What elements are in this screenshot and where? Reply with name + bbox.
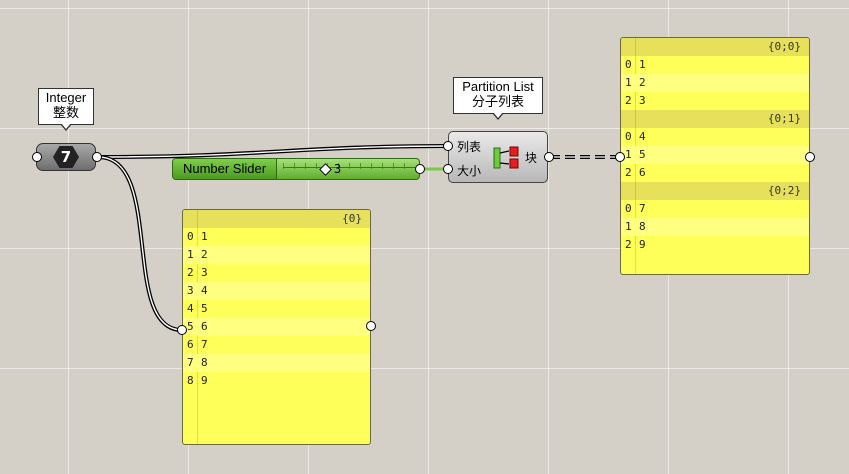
item-value: 8 [201, 356, 208, 369]
output-chunks-label[interactable]: 块 [524, 151, 537, 165]
item-index: 1 [625, 148, 632, 161]
item-index: 1 [625, 76, 632, 89]
item-index: 2 [625, 94, 632, 107]
integer-tooltip: Integer 整数 [38, 88, 94, 131]
integer-hexagon-icon: 7 [53, 146, 79, 168]
partition-list-icon [493, 146, 519, 169]
branch-path: {0;2} [621, 182, 809, 200]
item-index: 2 [625, 238, 632, 251]
item-index: 0 [625, 202, 632, 215]
item-index: 7 [187, 356, 194, 369]
item-index: 1 [625, 220, 632, 233]
panel-partition-output-grip[interactable] [805, 152, 815, 162]
partition-tooltip-en: Partition List [462, 79, 534, 94]
integer-tooltip-cn: 整数 [52, 105, 79, 120]
item-value: 7 [201, 338, 208, 351]
item-value: 8 [639, 220, 646, 233]
item-index: 5 [187, 320, 194, 333]
partition-tooltip-cn: 分子列表 [471, 94, 524, 109]
panel-partition-input-grip[interactable] [615, 152, 625, 162]
item-value: 5 [639, 148, 646, 161]
item-index: 4 [187, 302, 194, 315]
slider-label: Number Slider [173, 159, 277, 179]
panel-main-input-grip[interactable] [177, 325, 187, 335]
item-value: 1 [639, 58, 646, 71]
partition-list-component[interactable]: 列表 大小 块 [448, 131, 548, 183]
slider-value: 3 [334, 162, 342, 176]
panel-main-output-grip[interactable] [366, 321, 376, 331]
item-value: 5 [201, 302, 208, 315]
item-index: 1 [187, 248, 194, 261]
item-value: 6 [639, 166, 646, 179]
partition-list-input-grip[interactable] [443, 141, 453, 151]
partition-size-input-grip[interactable] [443, 164, 453, 174]
item-index: 6 [187, 338, 194, 351]
item-index: 3 [187, 284, 194, 297]
item-index: 2 [625, 166, 632, 179]
slider-ticks [283, 163, 415, 169]
integer-param[interactable]: 7 [36, 143, 96, 171]
item-value: 2 [639, 76, 646, 89]
branch-path: {0;1} [621, 110, 809, 128]
item-value: 3 [201, 266, 208, 279]
item-value: 4 [639, 130, 646, 143]
item-value: 1 [201, 230, 208, 243]
slider-output-grip[interactable] [415, 164, 425, 174]
partition-chunks-output-grip[interactable] [544, 152, 554, 162]
item-index: 0 [625, 58, 632, 71]
slider-track[interactable] [283, 167, 415, 172]
item-value: 7 [639, 202, 646, 215]
item-value: 3 [639, 94, 646, 107]
item-value: 9 [639, 238, 646, 251]
partition-tooltip: Partition List 分子列表 [453, 77, 543, 120]
input-list-label[interactable]: 列表 [457, 140, 482, 154]
item-index: 0 [625, 130, 632, 143]
item-index: 2 [187, 266, 194, 279]
integer-output-grip[interactable] [92, 152, 102, 162]
item-index: 0 [187, 230, 194, 243]
integer-tooltip-en: Integer [45, 90, 87, 105]
item-value: 2 [201, 248, 208, 261]
item-value: 6 [201, 320, 208, 333]
item-value: 4 [201, 284, 208, 297]
item-value: 9 [201, 374, 208, 387]
integer-input-grip[interactable] [32, 152, 42, 162]
wire-integer-to-panel[interactable] [97, 155, 183, 332]
panel-main-path: {0} [183, 210, 370, 228]
input-size-label[interactable]: 大小 [457, 164, 482, 178]
item-index: 8 [187, 374, 194, 387]
number-slider[interactable]: Number Slider 3 [172, 158, 420, 180]
branch-path: {0;0} [621, 38, 809, 56]
